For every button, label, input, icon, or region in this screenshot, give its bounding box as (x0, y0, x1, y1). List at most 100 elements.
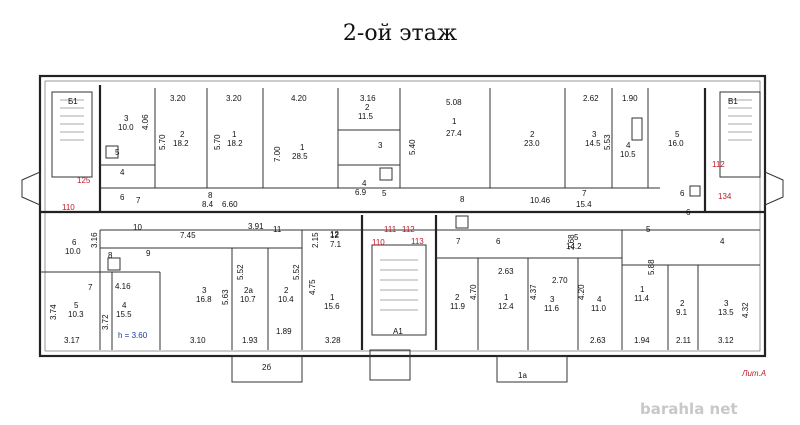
dimension-label: 7.45 (180, 231, 196, 240)
dimension-label: 4.16 (115, 282, 131, 291)
room-area: 27.4 (446, 129, 462, 138)
top-dimensions: 3.20 3.20 4.20 3.16 5.08 2.62 1.90 4.06 … (141, 94, 638, 162)
top-room-walls (98, 85, 707, 212)
room-number: 10 (133, 223, 142, 232)
stair-label-v1: В1 (728, 97, 738, 106)
room-area: 28.5 (292, 152, 308, 161)
room-number: 2 (365, 103, 370, 112)
dimension-label: 4.20 (577, 284, 586, 300)
room-number: 11 (273, 225, 282, 234)
dimension-label: 4.70 (469, 284, 478, 300)
room-number: 5 (74, 301, 79, 310)
bottom-rooms: 6 10.0 5 10.3 4 15.5 3 16.8 2а 10.7 2 10… (65, 231, 734, 319)
room-number: 3 (724, 299, 729, 308)
red-mark: 134 (718, 192, 732, 201)
room-number: 8 (208, 191, 213, 200)
room-number: 6 (496, 237, 501, 246)
stair-label-a1: А1 (393, 327, 403, 336)
room-number: 1 (330, 293, 335, 302)
room-number: 8 (108, 251, 113, 260)
room-area: 10.4 (278, 295, 294, 304)
lit-label: Лит.А (741, 369, 766, 378)
fixtures (105, 117, 701, 271)
room-number: 1 (300, 143, 305, 152)
dimension-label: 5.52 (236, 264, 245, 280)
room-number: 4 (122, 301, 127, 310)
dimension-label: 5.88 (647, 259, 656, 275)
room-number: 9 (146, 249, 151, 258)
room-number: 5 (675, 130, 680, 139)
dimension-label: 5.53 (603, 134, 612, 150)
room-number: 6 (680, 189, 685, 198)
room-number: 12 (330, 231, 339, 240)
room-number: 3 (202, 286, 207, 295)
dimension-label: 4.06 (141, 114, 150, 130)
room-number: 7 (582, 189, 587, 198)
red-mark: 112 (712, 160, 725, 169)
dimension-label: 3.10 (190, 336, 206, 345)
dimension-label: 3.17 (64, 336, 80, 345)
room-number: 4 (720, 237, 725, 246)
room-number: 3 (592, 130, 597, 139)
room-number: 1 (232, 130, 237, 139)
room-area: 10.3 (68, 310, 84, 319)
room-area: 12.4 (498, 302, 514, 311)
entrance-label-1a: 1а (518, 371, 527, 380)
watermark: barahla net (640, 400, 738, 418)
room-area: 10.5 (620, 150, 636, 159)
stair-label-b1: Б1 (68, 97, 78, 106)
red-mark: 113 (411, 237, 424, 246)
dimension-label: 5.08 (446, 98, 462, 107)
room-number: 7 (136, 196, 141, 205)
room-number: 7 (88, 283, 93, 292)
room-area: 11.5 (358, 112, 374, 121)
dimension-label: 4.32 (741, 302, 750, 318)
dimension-label: 1.94 (634, 336, 650, 345)
room-area: 16.0 (668, 139, 684, 148)
room-area: 15.6 (324, 302, 340, 311)
misc-labels: 5 4 6 7 3 5 6 5 4 6 7 8 9 10 11 12 6 7 (88, 141, 725, 292)
dimension-label: 3.16 (90, 232, 99, 248)
room-number: 2 (455, 293, 460, 302)
room-number: 6 (72, 238, 77, 247)
dimension-label: 1.90 (622, 94, 638, 103)
dimension-label: 3.12 (718, 336, 734, 345)
outer-walls (21, 74, 784, 383)
room-number: 2 (680, 299, 685, 308)
dimension-label: 3.74 (49, 304, 58, 320)
room-number: 8 (460, 195, 465, 204)
room-number: 6 (686, 208, 691, 217)
room-area: 8.4 (202, 200, 214, 209)
room-number: 6 (120, 193, 125, 202)
dimension-label: 7.00 (273, 146, 282, 162)
room-area: 23.0 (524, 139, 540, 148)
dimension-label: 3.20 (226, 94, 242, 103)
room-area: 15.5 (116, 310, 132, 319)
dimension-label: 1.93 (242, 336, 258, 345)
dimension-label: 5.52 (292, 264, 301, 280)
room-number: 5 (646, 225, 651, 234)
red-mark: 110 (372, 238, 385, 247)
room-number: 4 (626, 141, 631, 150)
room-area: 16.8 (196, 295, 212, 304)
room-number: 4 (120, 168, 125, 177)
room-number: 2 (284, 286, 289, 295)
dimension-label: 1.89 (276, 327, 292, 336)
dimension-label: 5.63 (221, 289, 230, 305)
room-number: 2 (530, 130, 535, 139)
dimension-label: 4.20 (291, 94, 307, 103)
entrance-label-2b: 2б (262, 363, 271, 372)
room-number: 1 (452, 117, 457, 126)
room-area: 10.0 (65, 247, 81, 256)
bottom-room-walls (40, 215, 760, 350)
room-area: 15.4 (576, 200, 592, 209)
room-area: 11.9 (450, 302, 466, 311)
top-rooms: 3 10.0 2 18.2 1 18.2 1 28.5 2 11.5 1 27.… (118, 103, 684, 161)
red-mark: 110 (62, 203, 75, 212)
room-number: 1 (640, 285, 645, 294)
height-note: h = 3.60 (118, 331, 148, 340)
room-area: 18.2 (227, 139, 243, 148)
room-area: 10.0 (118, 123, 134, 132)
